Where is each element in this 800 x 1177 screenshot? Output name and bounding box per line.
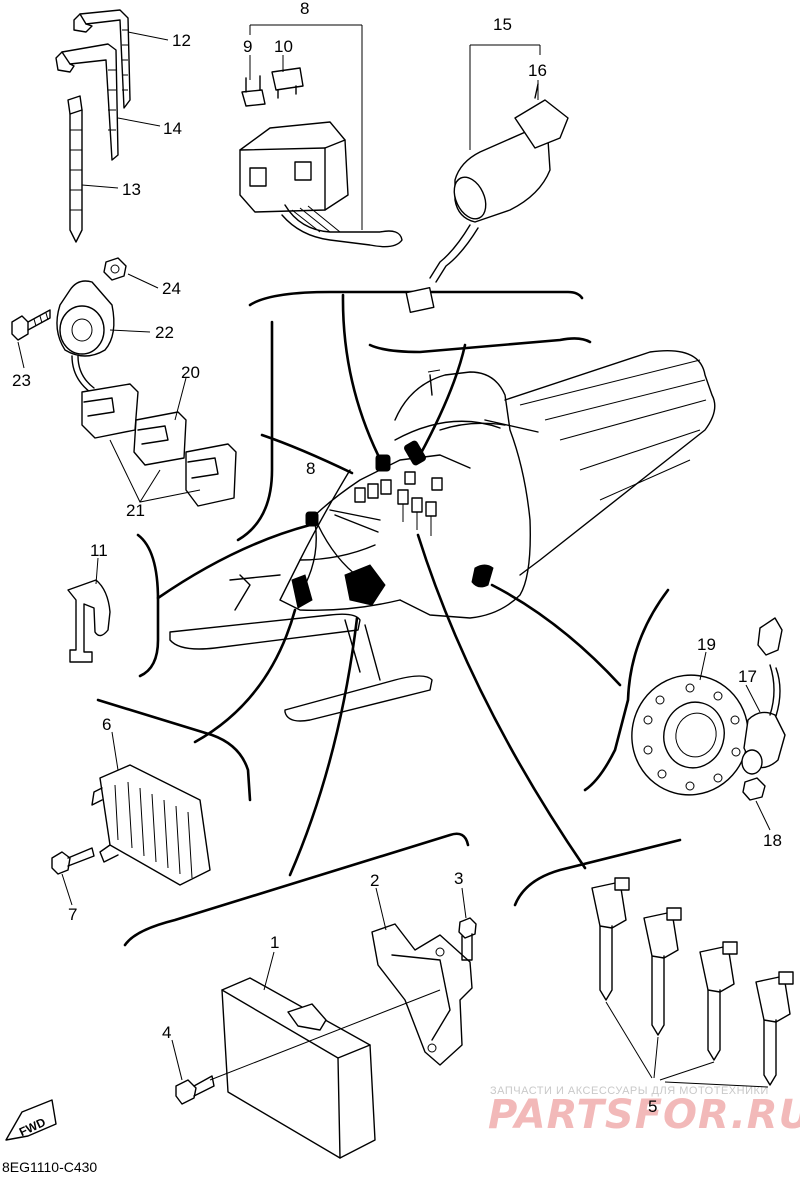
- callout-8[interactable]: 8: [300, 0, 309, 18]
- cable-tie-part-13: [67, 95, 83, 243]
- leaders-12-13-14: [81, 31, 169, 189]
- fuse-box-part-8: [239, 121, 403, 248]
- leaders-5: [605, 1001, 769, 1088]
- main-switch-part-15: [405, 83, 569, 313]
- callout-18[interactable]: 18: [763, 831, 782, 850]
- band-part-14: [55, 43, 119, 161]
- nut-part-18: [742, 777, 766, 801]
- callout-5[interactable]: 5: [648, 1097, 657, 1116]
- watermark-tagline: ЗАПЧАСТИ И АКСЕССУАРЫ ДЛЯ МОТОТЕХНИКИ: [490, 1085, 769, 1097]
- rotor-part-19: [631, 674, 749, 796]
- callout-labels: 8 9 10 12 14 13 15 16 24 22 23 20 21 8 1…: [12, 0, 782, 1116]
- callout-7[interactable]: 7: [68, 905, 77, 924]
- ignition-coils-part-5: [591, 877, 794, 1086]
- leaders-8-9-10: [249, 24, 363, 230]
- callout-17[interactable]: 17: [738, 667, 757, 686]
- group-brackets: [96, 290, 682, 947]
- ecu-part-1: [221, 977, 376, 1159]
- bracket-part-2: [371, 923, 473, 1066]
- bolt-part-3: [458, 917, 477, 961]
- rectifier-part-6: [91, 764, 211, 886]
- fwd-arrow: FWD: [5, 1099, 57, 1141]
- bolt-part-23: [11, 309, 51, 341]
- callout-24[interactable]: 24: [162, 279, 181, 298]
- callout-19[interactable]: 19: [697, 635, 716, 654]
- leaders-20-21: [109, 377, 201, 503]
- pickup-coil-part-22: [56, 280, 115, 393]
- snowmobile-body: [169, 350, 716, 722]
- callout-15[interactable]: 15: [493, 15, 512, 34]
- callout-12[interactable]: 12: [172, 31, 191, 50]
- callout-6[interactable]: 6: [102, 715, 111, 734]
- leaders-17-18-19: [699, 651, 771, 831]
- watermark-logo: PARTSFOR.RU: [488, 1092, 800, 1138]
- diagram-code: 8EG1110-C430: [2, 1159, 97, 1175]
- relay-cluster: [354, 471, 443, 536]
- main-harness: [291, 420, 501, 609]
- leaders-6-7: [61, 731, 119, 906]
- callout-21[interactable]: 21: [126, 501, 145, 520]
- bolt-part-7: [51, 847, 95, 875]
- leaders-1-2-3-4: [171, 887, 467, 1081]
- sensor-part-17: [741, 617, 786, 775]
- nut-part-24: [103, 257, 127, 281]
- callout-22[interactable]: 22: [155, 323, 174, 342]
- callout-11[interactable]: 11: [90, 541, 108, 560]
- bracket-part-11: [67, 579, 111, 663]
- relay-part-20: [81, 383, 237, 507]
- callout-14[interactable]: 14: [163, 119, 182, 138]
- callout-3[interactable]: 3: [454, 869, 463, 888]
- leader-11: [95, 557, 99, 585]
- watermark: ЗАПЧАСТИ И АКСЕССУАРЫ ДЛЯ МОТОТЕХНИКИ PA…: [488, 1085, 800, 1138]
- callout-4[interactable]: 4: [162, 1023, 171, 1042]
- callout-1[interactable]: 1: [270, 933, 279, 952]
- callout-13[interactable]: 13: [122, 180, 141, 199]
- callout-2[interactable]: 2: [370, 871, 379, 890]
- callout-16[interactable]: 16: [528, 61, 547, 80]
- leaders-22-23-24: [17, 273, 159, 369]
- callout-8-harness[interactable]: 8: [306, 459, 315, 478]
- leaders-15-16: [469, 44, 541, 150]
- callout-10[interactable]: 10: [274, 37, 293, 56]
- callout-23[interactable]: 23: [12, 371, 31, 390]
- band-part-12: [73, 9, 131, 109]
- routing-lines: [156, 293, 622, 877]
- callout-20[interactable]: 20: [181, 363, 200, 382]
- fuse-part-10: [271, 67, 304, 99]
- callout-9[interactable]: 9: [243, 37, 252, 56]
- fuse-part-9: [241, 75, 266, 107]
- bolt-part-4: [175, 1075, 215, 1105]
